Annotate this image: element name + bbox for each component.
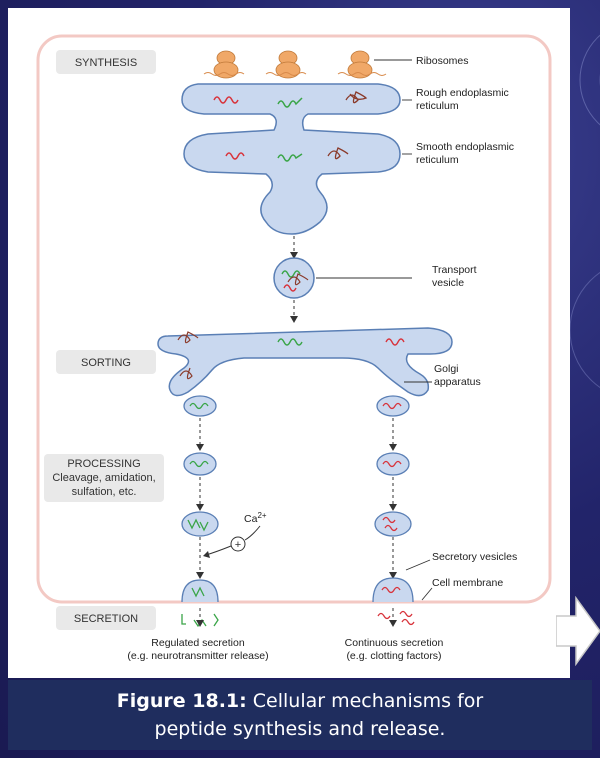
ribosome-icon [275,50,301,79]
vesicle-continuous-3 [374,511,412,537]
secretion-label: SECRETION [74,613,138,625]
synthesis-stage: SYNTHESIS [56,50,156,74]
transport-vesicle [273,257,315,299]
processing-sub-2: sulfation, etc. [72,486,137,498]
transport-vesicle-label-line1: Transport [432,264,477,276]
peptide-red-coil [213,96,239,104]
peptide-folded [345,91,368,104]
sorting-stage: SORTING [56,350,156,374]
figure-panel: SYNTHESIS SORTING PROCESSING Cleavage, a… [8,8,570,678]
decor-circle-icon [569,271,600,389]
vesicle-regulated-3 [181,511,219,537]
secretion-stage: SECRETION [56,606,156,630]
vesicle-regulated-2 [183,452,217,476]
peptide-folded [327,147,349,160]
processing-label: PROCESSING [67,458,140,470]
rough-er-label-line2: reticulum [416,100,459,112]
peptide-synthesis-diagram: SYNTHESIS SORTING PROCESSING Cleavage, a… [36,34,552,662]
sorting-label: SORTING [81,357,131,369]
synthesis-label: SYNTHESIS [75,57,137,69]
figure-caption: Figure 18.1: Cellular mechanisms for pep… [8,680,592,750]
ribosomes [213,50,373,79]
svg-text:+: + [235,539,241,551]
cell-membrane-label: Cell membrane [432,577,503,589]
caption-description: Cellular mechanisms for peptide synthesi… [154,690,484,740]
cell-boundary [36,34,552,604]
calcium-label: Ca2+ [244,511,267,525]
continuous-secretion-example: (e.g. clotting factors) [346,650,441,662]
peptide-red-coil [385,338,405,346]
regulated-secretion-example: (e.g. neurotransmitter release) [127,650,268,662]
vesicle-regulated-1 [183,395,217,417]
plus-icon [230,536,246,552]
peptide-red-coil [225,152,245,160]
smooth-er-label-line2: reticulum [416,154,459,166]
ribosome-icon [347,50,373,79]
processing-stage: PROCESSING Cleavage, amidation, sulfatio… [44,454,164,502]
released-peptides-continuous [377,610,415,626]
rough-er-label-line1: Rough endoplasmic [416,87,509,99]
membrane-fusion-continuous [372,577,414,603]
golgi-label-line1: Golgi [434,363,459,375]
caption-figure-number: Figure 18.1: [116,690,247,712]
peptide-green-coil [277,338,303,346]
peptide-green-coil [277,97,303,108]
transport-vesicle-label-line2: vesicle [432,277,464,289]
peptide-folded [177,331,199,344]
secretory-vesicles-label: Secretory vesicles [432,551,517,563]
golgi-label-line2: apparatus [434,376,481,388]
membrane-fusion-regulated [181,579,219,603]
smooth-er-label-line1: Smooth endoplasmic [416,141,514,153]
vesicle-continuous-2 [376,452,410,476]
calcium-trigger: + Ca2+ [203,511,267,558]
mrna-strand [203,72,387,76]
peptide-green-coil [277,153,303,162]
processing-sub-1: Cleavage, amidation, [52,472,155,484]
vesicle-continuous-1 [376,395,410,417]
ribosome-icon [213,50,239,79]
endoplasmic-reticulum [181,83,401,235]
continuous-secretion-label: Continuous secretion [345,637,444,649]
ribosomes-label: Ribosomes [416,55,469,67]
regulated-secretion-label: Regulated secretion [151,637,245,649]
next-arrow-icon[interactable] [556,596,600,666]
decor-circle-icon [579,34,600,126]
peptide-folded [179,367,193,380]
golgi-apparatus [157,327,453,397]
caption-text: Figure 18.1: Cellular mechanisms for pep… [90,687,510,743]
